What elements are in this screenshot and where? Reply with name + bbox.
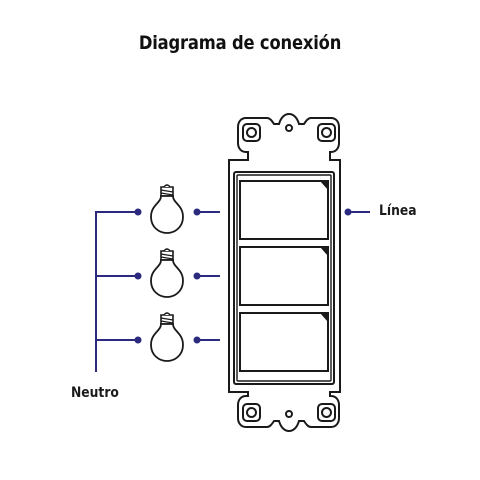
switch-terminals (193, 208, 352, 344)
bulb-2-icon (150, 248, 184, 298)
line-terminal (344, 208, 352, 216)
switch-terminal-1 (193, 208, 201, 216)
neutral-terminal-1 (134, 208, 142, 216)
switch-rocker-2 (239, 246, 329, 306)
neutral-bus (95, 211, 138, 372)
diagram-title: Diagrama de conexión (138, 32, 342, 54)
neutral-terminal-2 (134, 272, 142, 280)
line-label: Línea (379, 203, 417, 219)
neutral-label: Neutro (71, 385, 119, 401)
switch-rocker-3 (239, 312, 329, 372)
switch-terminal-3 (193, 336, 201, 344)
switch-wires (197, 211, 370, 341)
bulb-3-icon (150, 312, 184, 362)
switch-terminal-2 (193, 272, 201, 280)
switch-rocker-1 (239, 180, 329, 240)
neutral-terminal-3 (134, 336, 142, 344)
bulb-1-icon (150, 184, 184, 234)
neutral-terminals (134, 208, 142, 344)
